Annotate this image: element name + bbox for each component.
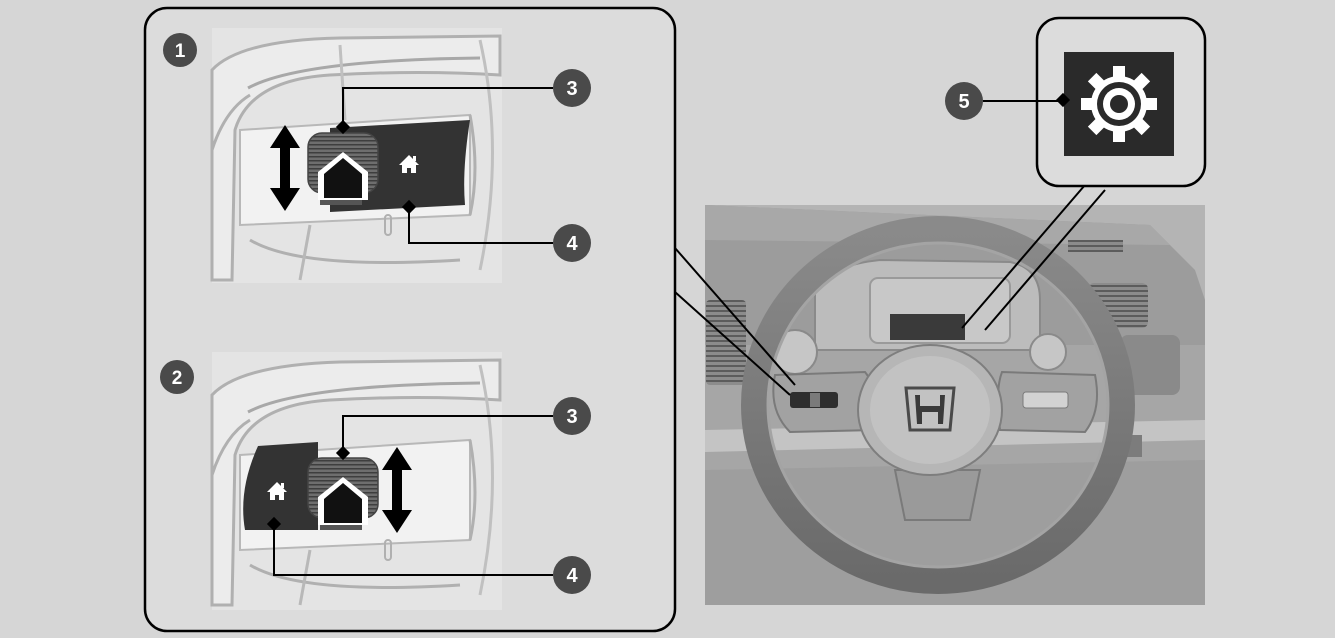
car-interior: [705, 205, 1205, 605]
callout-home-top: 4: [553, 224, 591, 262]
push-arrow-icon: [318, 477, 368, 525]
svg-text:2: 2: [172, 368, 183, 389]
svg-text:3: 3: [566, 406, 577, 428]
home-icon: [399, 155, 419, 173]
panel1-illustration: [210, 28, 502, 283]
gear-icon: [1081, 66, 1157, 142]
svg-text:4: 4: [566, 565, 578, 587]
callout-panel1: 1: [163, 33, 197, 67]
cluster-display: [890, 314, 965, 340]
lower-spoke: [893, 469, 982, 521]
callout-panel2: 2: [160, 360, 194, 394]
steering-wheel-rim: [741, 216, 1135, 594]
panel2-illustration: [210, 352, 502, 610]
home-icon: [267, 482, 287, 500]
settings-inset: [983, 16, 1207, 188]
callout-thumbwheel-bottom: 3: [553, 397, 591, 435]
right-gauge: [1029, 333, 1067, 371]
double-arrow-icon: [382, 447, 412, 533]
double-arrow-icon: [270, 125, 300, 211]
honda-logo-icon: [904, 386, 956, 432]
callout-leaders: [273, 87, 553, 576]
spoke-leader: [674, 247, 796, 396]
right-spoke-controls: [1022, 391, 1069, 409]
left-spoke-roller: [810, 393, 820, 407]
right-console: [1120, 335, 1180, 395]
push-arrow-icon: [318, 152, 368, 200]
left-air-vent: [706, 300, 746, 385]
defrost-vent: [1068, 240, 1123, 252]
callout-settings: 5: [945, 82, 983, 120]
svg-text:1: 1: [175, 41, 186, 62]
svg-text:5: 5: [958, 91, 969, 113]
callout-thumbwheel-top: 3: [553, 69, 591, 107]
detail-panel: 1 2 3 4 3 4: [143, 6, 677, 633]
svg-text:4: 4: [566, 233, 578, 255]
steering-wheel-rim-highlight: [766, 241, 1110, 569]
svg-text:3: 3: [566, 78, 577, 100]
callout-markers: [266, 119, 417, 532]
settings-leader: [961, 184, 1106, 331]
settings-callout-marker: [1055, 92, 1071, 108]
callout-home-bottom: 4: [553, 556, 591, 594]
